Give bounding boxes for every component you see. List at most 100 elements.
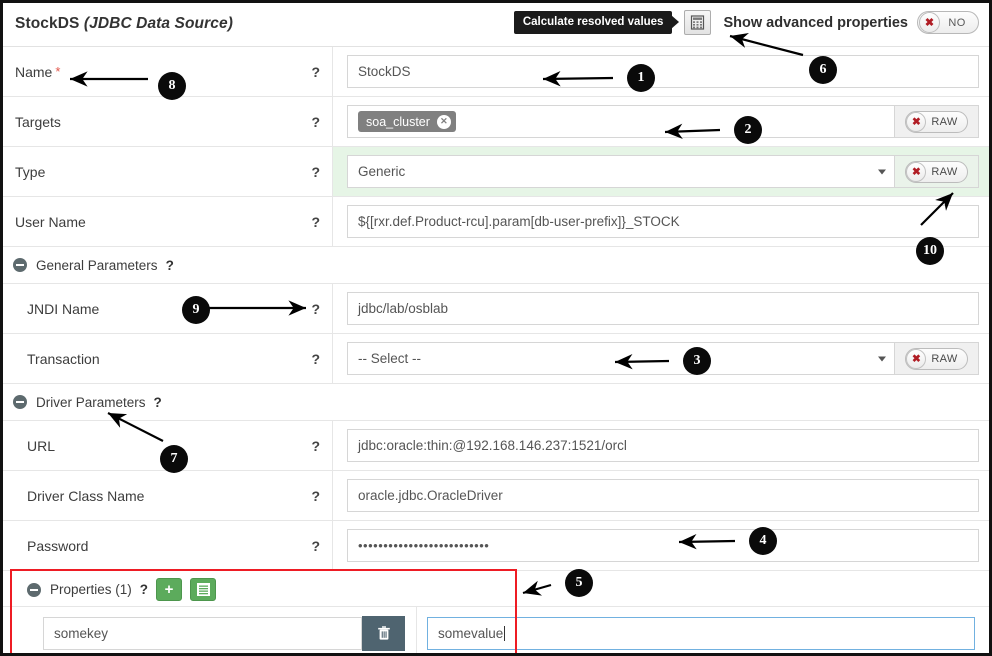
row-username-label: User Name: [15, 213, 86, 230]
raw-label: RAW: [931, 165, 958, 178]
username-input[interactable]: ${[rxr.def.Product-rcu].param[db-user-pr…: [347, 205, 979, 238]
toggle-state-label: NO: [948, 16, 966, 29]
section-general-parameters[interactable]: General Parameters ?: [3, 247, 989, 284]
transaction-select-value: -- Select --: [358, 351, 422, 366]
bulk-edit-properties-button[interactable]: [190, 578, 217, 601]
row-targets-label-cell: Targets ?: [3, 97, 333, 146]
raw-knob-x-icon: ✖: [906, 111, 927, 132]
help-icon-password[interactable]: ?: [311, 537, 320, 554]
raw-toggle-type[interactable]: ✖ RAW: [905, 160, 968, 183]
password-input[interactable]: ••••••••••••••••••••••••••: [347, 529, 979, 562]
row-targets: Targets ? soa_cluster ✕ ✖ RAW: [3, 97, 989, 147]
required-asterisk-icon: *: [55, 64, 61, 79]
row-driver-class-name: Driver Class Name ? oracle.jdbc.OracleDr…: [3, 471, 989, 521]
row-password: Password ? ••••••••••••••••••••••••••: [3, 521, 989, 571]
page-title-suffix: (JDBC Data Source): [83, 15, 233, 32]
property-value-cell: somevalue: [417, 607, 989, 653]
row-username-label-cell: User Name ?: [3, 197, 333, 246]
minus-circle-icon[interactable]: [13, 395, 27, 409]
help-icon-properties[interactable]: ?: [139, 582, 149, 597]
help-icon-transaction[interactable]: ?: [311, 350, 320, 367]
callout-marker-6: 6: [809, 56, 837, 84]
row-targets-label: Targets: [15, 113, 61, 130]
properties-row: somekey somevalue: [3, 606, 989, 653]
delete-property-button[interactable]: [362, 615, 405, 651]
show-advanced-properties-toggle[interactable]: ✖ NO: [917, 11, 979, 34]
section-properties[interactable]: Properties (1) ? +: [3, 571, 989, 608]
text-cursor: [504, 625, 506, 641]
row-jndi-label: JNDI Name: [27, 300, 100, 317]
header-tools: Calculate resolved values Show advanced: [513, 10, 979, 35]
callout-marker-10: 10: [916, 237, 944, 265]
section-driver-parameters-title: Driver Parameters: [36, 394, 146, 410]
row-jndi-label-cell: JNDI Name ?: [3, 284, 333, 333]
raw-knob-x-icon: ✖: [906, 161, 927, 182]
driver-input-group: oracle.jdbc.OracleDriver: [347, 479, 979, 512]
help-icon-general-parameters[interactable]: ?: [165, 257, 174, 273]
callout-marker-3: 3: [683, 347, 711, 375]
raw-toggle-transaction[interactable]: ✖ RAW: [905, 347, 968, 370]
raw-label: RAW: [931, 352, 958, 365]
callout-marker-5: 5: [565, 569, 593, 597]
row-jndi-name: JNDI Name ? jdbc/lab/osblab: [3, 284, 989, 334]
help-icon-targets[interactable]: ?: [311, 113, 320, 130]
help-icon-type[interactable]: ?: [311, 163, 320, 180]
row-password-label: Password: [27, 537, 89, 554]
targets-input[interactable]: soa_cluster ✕: [347, 105, 895, 138]
row-driver-label-cell: Driver Class Name ?: [3, 471, 333, 520]
property-value-input[interactable]: somevalue: [427, 616, 975, 650]
row-name-label: Name: [15, 63, 53, 80]
type-raw-addon: ✖ RAW: [895, 155, 979, 188]
minus-circle-icon[interactable]: [13, 258, 27, 272]
help-icon-driver-parameters[interactable]: ?: [153, 394, 162, 410]
row-username: User Name ? ${[rxr.def.Product-rcu].para…: [3, 197, 989, 247]
section-properties-title: Properties (1): [50, 582, 132, 597]
callout-marker-4: 4: [749, 527, 777, 555]
username-input-group: ${[rxr.def.Product-rcu].param[db-user-pr…: [347, 205, 979, 238]
target-chip[interactable]: soa_cluster ✕: [358, 111, 456, 132]
property-value-text: somevalue: [438, 625, 504, 641]
driver-class-name-input[interactable]: oracle.jdbc.OracleDriver: [347, 479, 979, 512]
show-advanced-properties-label: Show advanced properties: [723, 14, 908, 31]
row-password-value-cell: ••••••••••••••••••••••••••: [333, 521, 989, 570]
name-input[interactable]: StockDS: [347, 55, 979, 88]
chip-remove-icon[interactable]: ✕: [436, 114, 451, 129]
help-icon-jndi[interactable]: ?: [311, 300, 320, 317]
row-type-label-cell: Type ?: [3, 147, 333, 196]
row-type-label: Type: [15, 163, 46, 180]
page-title-main: StockDS: [15, 15, 80, 32]
calculator-glyph: [691, 15, 705, 30]
raw-toggle-targets[interactable]: ✖ RAW: [905, 110, 968, 133]
section-general-parameters-title: General Parameters: [36, 257, 158, 273]
targets-raw-addon: ✖ RAW: [895, 105, 979, 138]
row-url-value-cell: jdbc:oracle:thin:@192.168.146.237:1521/o…: [333, 421, 989, 470]
row-password-label-cell: Password ?: [3, 521, 333, 570]
minus-circle-icon[interactable]: [27, 582, 41, 597]
url-input[interactable]: jdbc:oracle:thin:@192.168.146.237:1521/o…: [347, 429, 979, 462]
row-type-value-cell: Generic ✖ RAW: [333, 147, 989, 196]
page-title: StockDS (JDBC Data Source): [15, 15, 233, 33]
row-url-label: URL: [27, 437, 56, 454]
calculator-icon[interactable]: [684, 10, 712, 35]
targets-input-group: soa_cluster ✕ ✖ RAW: [347, 105, 979, 138]
add-property-button[interactable]: +: [156, 578, 183, 601]
transaction-raw-addon: ✖ RAW: [895, 342, 979, 375]
jndi-input-group: jdbc/lab/osblab: [347, 292, 979, 325]
row-transaction-value-cell: -- Select -- ✖ RAW: [333, 334, 989, 383]
plus-icon: +: [164, 581, 174, 598]
toggle-knob-x-icon: ✖: [919, 12, 940, 33]
property-key-input[interactable]: somekey: [43, 616, 362, 650]
type-select[interactable]: Generic: [347, 155, 895, 188]
transaction-select[interactable]: -- Select --: [347, 342, 895, 375]
help-icon-name[interactable]: ?: [311, 63, 320, 80]
section-driver-parameters[interactable]: Driver Parameters ?: [3, 384, 989, 421]
help-icon-url[interactable]: ?: [311, 437, 320, 454]
type-select-value: Generic: [358, 164, 406, 179]
page-header: StockDS (JDBC Data Source) Calculate res…: [3, 3, 989, 47]
row-transaction-label-cell: Transaction ?: [3, 334, 333, 383]
jndi-name-input[interactable]: jdbc/lab/osblab: [347, 292, 979, 325]
help-icon-username[interactable]: ?: [311, 213, 320, 230]
help-icon-driver-class[interactable]: ?: [311, 487, 320, 504]
url-input-group: jdbc:oracle:thin:@192.168.146.237:1521/o…: [347, 429, 979, 462]
